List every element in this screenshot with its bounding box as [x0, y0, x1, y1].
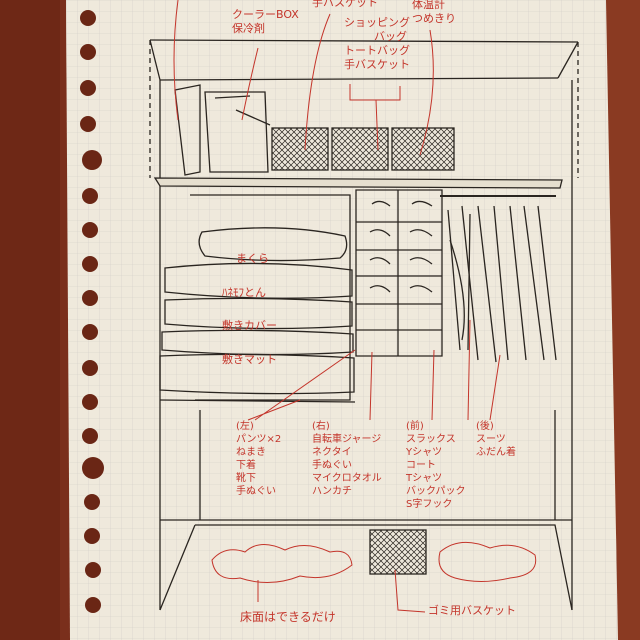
left-drawer-item: 靴下	[236, 473, 256, 484]
right-drawer-item: ハンカチ	[312, 486, 352, 497]
left-drawer-item: パンツ×2	[236, 434, 282, 445]
right-drawer-header: (右)	[312, 421, 330, 432]
label-cooler-line1: クーラーBOX	[232, 8, 299, 21]
trash-basket	[369, 529, 427, 575]
left-drawer-item: 手ぬぐい	[236, 486, 276, 497]
label-bags-line4: 手バスケット	[344, 58, 410, 71]
label-cover: 敷きカバー	[222, 319, 277, 332]
notebook-page	[66, 0, 618, 640]
front-hanging-item: Tシャツ	[406, 473, 443, 484]
right-drawer-item: マイクロタオル	[312, 473, 382, 484]
binder-holes	[80, 10, 104, 613]
front-hanging-item: コート	[406, 460, 436, 471]
back-hanging-header: (後)	[476, 421, 494, 432]
basket	[391, 127, 455, 171]
closet-sketch	[149, 39, 579, 611]
label-tools-line2: つめきり	[412, 12, 456, 25]
front-hanging-item: Yシャツ	[406, 447, 443, 458]
basket	[331, 127, 389, 171]
red-annotations	[173, 0, 537, 613]
label-left-drawer: (左) パンツ×2 ねまき 下着 靴下 手ぬぐい	[236, 420, 281, 498]
right-drawer-item: 自転車ジャージ	[312, 434, 382, 445]
label-futon: ﾊﾈﾓﾌとん	[222, 286, 266, 299]
label-tools-line1: 体温計	[412, 0, 445, 11]
right-drawer-item: 手ぬぐい	[312, 460, 352, 471]
front-hanging-item: スラックス	[406, 434, 456, 445]
label-floor-note: 床面はできるだけ	[240, 610, 336, 624]
label-cooler: クーラーBOX 保冷剤	[232, 8, 299, 36]
front-hanging-item: バックパック	[406, 486, 466, 497]
basket	[271, 127, 329, 171]
right-drawer-item: ネクタイ	[312, 447, 352, 458]
back-hanging-item: スーツ	[476, 434, 506, 445]
label-bags-line2: バッグ	[374, 30, 407, 43]
label-front-hanging: (前) スラックス Yシャツ コート Tシャツ バックパック S字フック	[406, 420, 466, 511]
label-pillow: まくら	[236, 252, 269, 265]
label-mat: 敷きマット	[222, 353, 277, 366]
label-cooler-line2: 保冷剤	[232, 22, 265, 35]
label-bags-line3: トートバッグ	[344, 44, 410, 57]
label-bags-line1: ショッピング	[344, 16, 410, 29]
left-drawer-item: 下着	[236, 460, 256, 471]
left-drawer-header: (左)	[236, 421, 254, 432]
left-drawer-item: ねまき	[236, 447, 266, 458]
label-trash-basket: ゴミ用バスケット	[428, 604, 516, 617]
back-hanging-item: ふだん着	[476, 447, 516, 458]
label-right-drawer: (右) 自転車ジャージ ネクタイ 手ぬぐい マイクロタオル ハンカチ	[312, 420, 382, 498]
front-hanging-header: (前)	[406, 421, 424, 432]
label-basket-top: 手バスケット	[312, 0, 378, 9]
label-back-hanging: (後) スーツ ふだん着	[476, 420, 516, 459]
label-tools: 体温計 つめきり	[412, 0, 456, 26]
label-bags: ショッピング バッグ トートバッグ 手バスケット	[344, 16, 410, 72]
front-hanging-item: S字フック	[406, 499, 453, 510]
